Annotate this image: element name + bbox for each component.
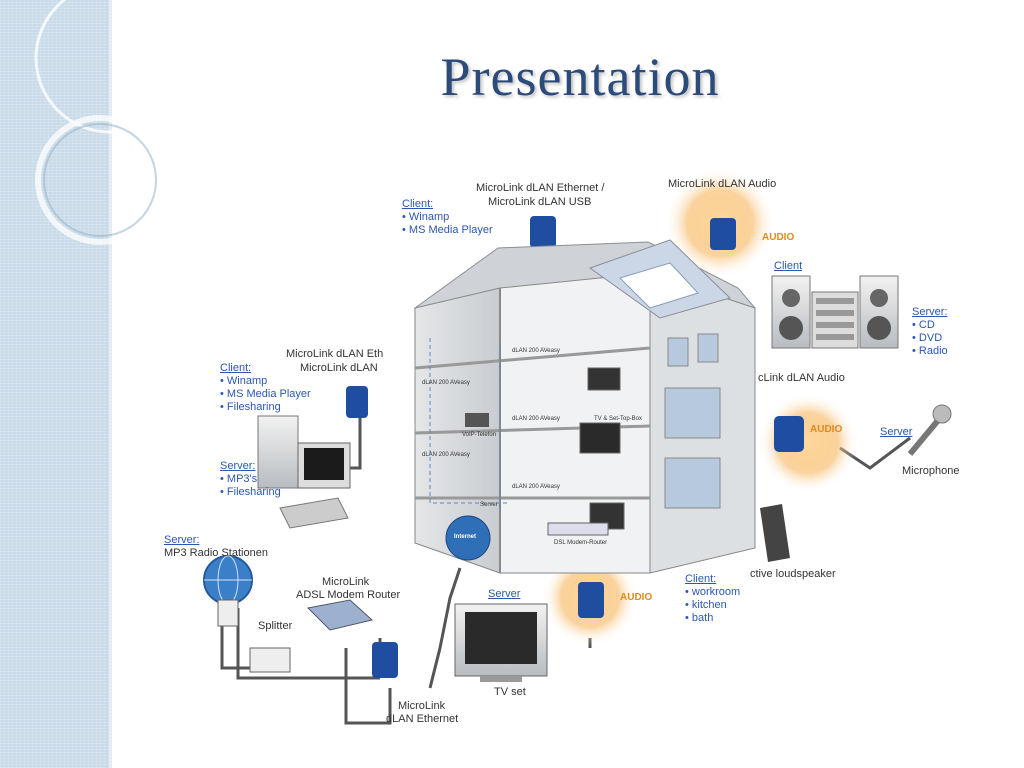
house-cutaway	[413, 239, 757, 574]
house-label-voip: VoIP-Telefon	[462, 432, 497, 438]
tv-set	[454, 603, 548, 682]
internet-server-title: Server:	[164, 534, 200, 546]
stereo-audio-badge: AUDIO	[762, 232, 795, 243]
sidebar-panel	[0, 0, 112, 768]
mic-caption: Microphone	[902, 465, 960, 477]
stereo-client-title: Client	[774, 260, 803, 272]
top-audio-label: MicroLink dLAN Audio	[668, 178, 777, 190]
sidebar-edge	[109, 0, 112, 768]
splitter-box	[249, 647, 291, 673]
loudspeaker	[760, 504, 790, 562]
list-item: Winamp	[402, 211, 493, 224]
house-label-tv-box: TV & Set-Top-Box	[594, 416, 643, 422]
adapter-mic-audio	[774, 416, 804, 452]
list-item: Radio	[912, 345, 948, 358]
mic-device-label: cLink dLAN Audio	[758, 372, 845, 384]
list-item: kitchen	[685, 599, 740, 612]
left-server-list: MP3's Filesharing	[220, 473, 281, 499]
left-device-label-2: MicroLink dLAN	[300, 362, 378, 374]
left-server-title: Server:	[220, 460, 256, 472]
house-label-low-right: dLAN 200 AVeasy	[512, 484, 560, 490]
house-label-top-right: dLAN 200 AVeasy	[512, 348, 560, 354]
left-client-list: Winamp MS Media Player Filesharing	[220, 375, 311, 414]
tv-caption: TV set	[494, 686, 526, 698]
desktop-computer	[257, 386, 368, 529]
house-label-globe: Internet	[454, 534, 477, 540]
list-item: DVD	[912, 332, 948, 345]
adapter-top-ethernet	[530, 216, 556, 248]
adapter-ethernet-bottom	[372, 642, 398, 678]
speaker-client-list: workroom kitchen bath	[685, 586, 740, 625]
adapter-top-audio	[710, 218, 736, 250]
list-item: MP3's	[220, 473, 281, 486]
list-item: Filesharing	[220, 486, 281, 499]
internet-globe-left	[203, 555, 253, 627]
eth-label-1: MicroLink	[398, 700, 446, 712]
diagram-artwork	[203, 168, 952, 725]
house-label-dsl: DSL Modem-Router	[554, 540, 608, 546]
list-item: CD	[912, 319, 948, 332]
house-label-mid-right: dLAN 200 AVeasy	[512, 416, 560, 422]
internet-server-caption: MP3 Radio Stationen	[164, 547, 268, 559]
top-device-label-1: MicroLink dLAN Ethernet /	[476, 182, 605, 194]
speaker-caption: ctive loudspeaker	[750, 568, 836, 580]
list-item: workroom	[685, 586, 740, 599]
top-client-title: Client:	[402, 198, 434, 210]
house-label-low-left: dLAN 200 AVeasy	[422, 452, 470, 458]
speaker-client-title: Client:	[685, 573, 717, 585]
list-item: Filesharing	[220, 401, 311, 414]
stereo-server-list: CD DVD Radio	[912, 319, 948, 358]
list-item: Winamp	[220, 375, 311, 388]
top-device-label-2: MicroLink dLAN USB	[488, 196, 592, 208]
list-item: MS Media Player	[402, 224, 493, 237]
audio-glow-mic	[758, 393, 858, 493]
adapter-tv-audio	[578, 582, 604, 618]
list-item: bath	[685, 612, 740, 625]
house-label-mid-left: dLAN 200 AVeasy	[422, 380, 470, 386]
left-device-label-1: MicroLink dLAN Eth	[286, 348, 384, 360]
stereo-server-title: Server:	[912, 306, 948, 318]
router-label-1: MicroLink	[322, 576, 370, 588]
tv-server-title: Server	[488, 588, 521, 600]
left-client-title: Client:	[220, 362, 252, 374]
sidebar-texture	[0, 0, 112, 768]
mic-server-title: Server	[880, 426, 913, 438]
slide-title: Presentation	[440, 47, 720, 107]
splitter-label: Splitter	[258, 620, 293, 632]
top-client-list: Winamp MS Media Player	[402, 211, 493, 237]
stereo-system	[771, 275, 899, 349]
eth-label-2: dLAN Ethernet	[386, 713, 459, 725]
router-label-2: ADSL Modem Router	[296, 589, 401, 601]
dlan-network-diagram: MicroLink dLAN Ethernet / MicroLink dLAN…	[150, 168, 980, 738]
tv-audio-badge: AUDIO	[620, 592, 653, 603]
house-label-server: Server	[480, 502, 498, 508]
mic-audio-badge: AUDIO	[810, 424, 843, 435]
list-item: MS Media Player	[220, 388, 311, 401]
